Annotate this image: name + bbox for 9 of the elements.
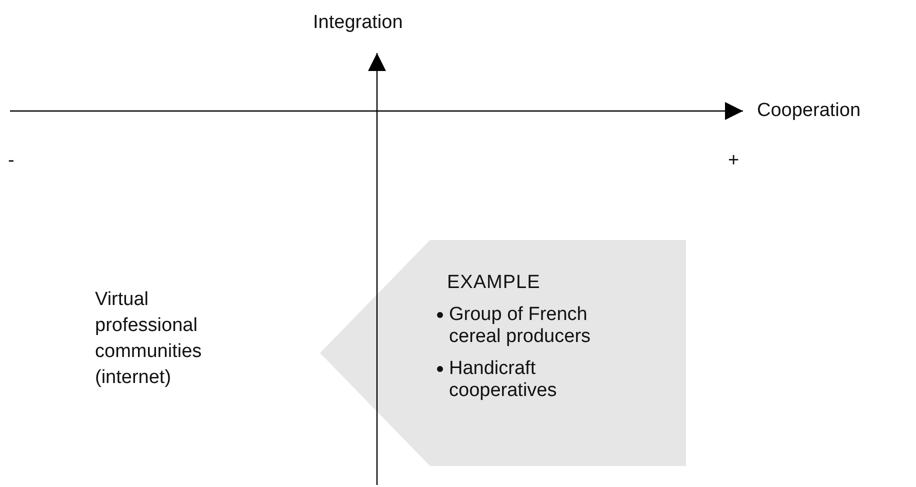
axis-label: Cooperation [757, 100, 861, 122]
example-label: Virtual professional communities (internet) [95, 288, 203, 390]
plus-sign: + [728, 150, 740, 172]
axis-label: Integration [313, 12, 403, 34]
bullet-item: Handicraft cooperatives [435, 358, 635, 402]
example-callout [320, 240, 686, 466]
bullet-item: Group of French cereal producers [435, 304, 635, 348]
callout-heading: EXAMPLE [447, 272, 540, 294]
minus-sign: - [8, 150, 14, 172]
